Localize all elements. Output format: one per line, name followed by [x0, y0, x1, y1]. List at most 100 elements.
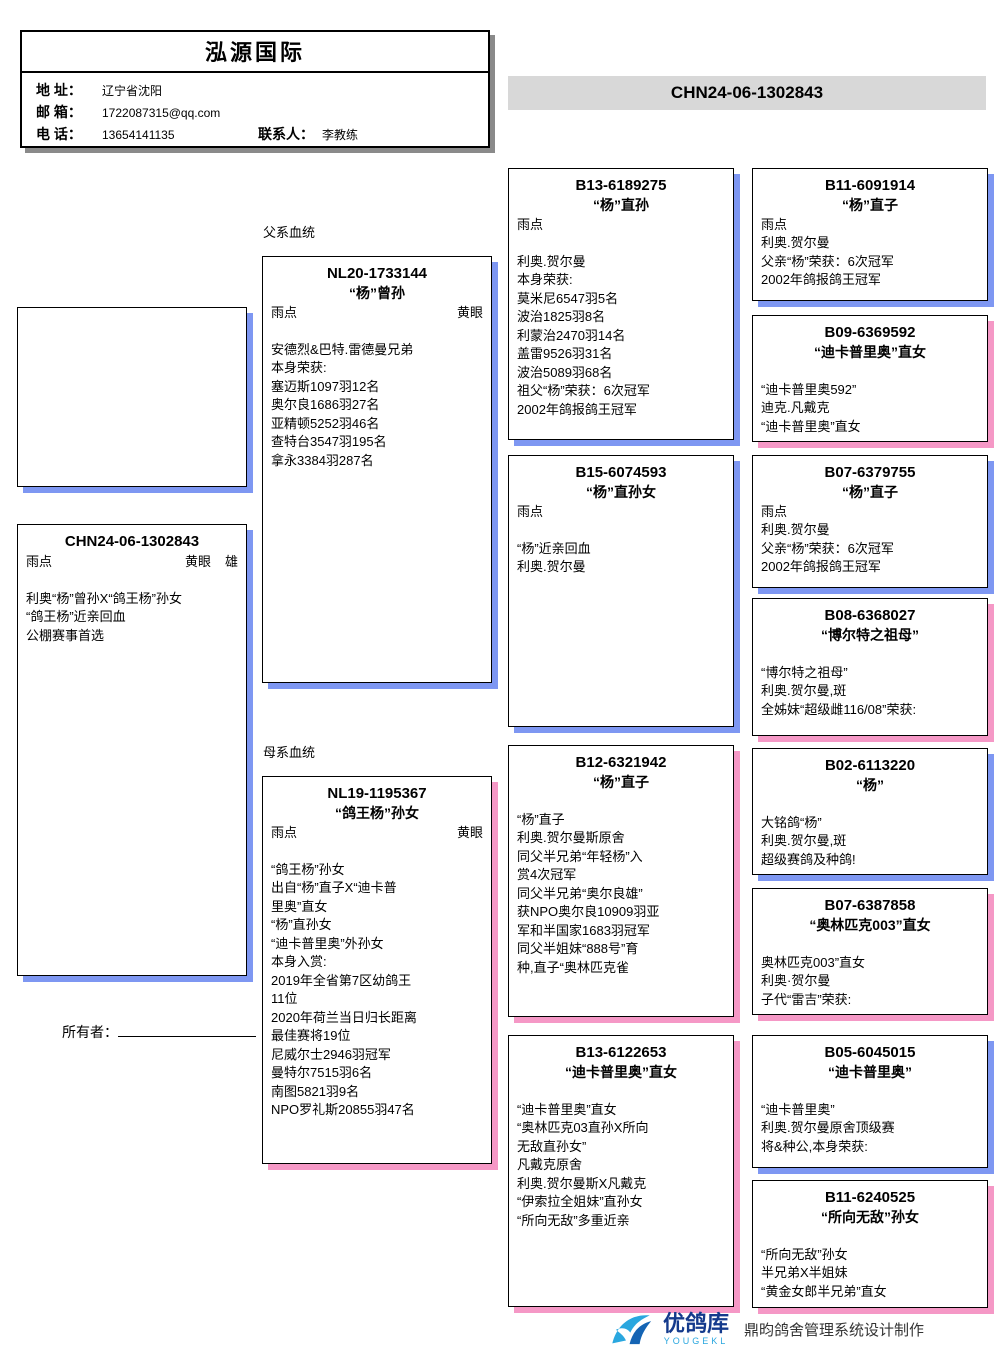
loft-title: 泓源国际 — [204, 40, 305, 65]
ring-number: B07-6379755 — [824, 464, 916, 481]
pigeon-details: “迪卡普里奥” 利奥.贺尔曼原舍顶级赛 将&种公,本身荣获: — [761, 1101, 895, 1154]
traits-row: 雨点 黄眼 — [271, 303, 483, 322]
pigeon-details: 利奥.贺尔曼 父亲“杨”荣获：6次冠军 2002年鸽报鸽王冠军 — [761, 522, 894, 574]
pigeon-name: “杨”直子 — [593, 774, 649, 790]
address-label: 地 址： — [36, 82, 82, 98]
pigeon-name: “杨”曾孙 — [349, 285, 405, 301]
father-sire-box: B13-6189275 “杨”直孙 雨点 利奥.贺尔曼 本身荣获: 莫米尼654… — [508, 168, 734, 440]
pigeon-name: “杨”直子 — [842, 197, 898, 213]
ring-number: B09-6369592 — [824, 324, 916, 341]
color-label: 雨点 — [271, 305, 298, 320]
address-value: 辽宁省沈阳 — [102, 84, 163, 98]
pigeon-name: “迪卡普里奥”直女 — [814, 344, 926, 360]
pigeon-name: “鸽王杨”孙女 — [335, 805, 419, 821]
ring-number: B11-6240525 — [824, 1189, 916, 1206]
eye-label: 黄眼 — [184, 554, 211, 569]
color-label: 雨点 — [271, 825, 298, 840]
address-row: 地 址： 辽宁省沈阳 — [36, 80, 474, 102]
pigeon-name: “杨”直孙女 — [586, 484, 656, 500]
pigeon-details: “鸽王杨”孙女 出自“杨”直子X“迪卡普 里奥”直女 “杨”直孙女 “迪卡普里奥… — [271, 861, 417, 1118]
owner-label: 所有者： — [62, 1024, 118, 1040]
header-divider — [22, 71, 488, 73]
email-value: 1722087315@qq.com — [102, 106, 221, 120]
pigeon-name: “迪卡普里奥”直女 — [565, 1064, 677, 1080]
owner-row: 所有者： — [62, 1022, 256, 1042]
father-dam-dam-box: B08-6368027 “博尔特之祖母” “博尔特之祖母” 利奥.贺尔曼,斑 全… — [752, 598, 988, 736]
ring-number: CHN24-06-1302843 — [64, 533, 200, 550]
ring-number: B07-6387858 — [824, 897, 916, 914]
pigeon-details: “杨”直子 利奥.贺尔曼斯原舍 同父半兄弟“年轻杨”入 赏4次冠军 同父半兄弟“… — [517, 811, 660, 975]
ring-number: B02-6113220 — [824, 757, 916, 774]
subject-box: CHN24-06-1302843 雨点 黄眼 雄 利奥“杨”曾孙X“鸽王杨”孙女… — [17, 524, 247, 976]
ring-banner: CHN24-06-1302843 — [508, 76, 986, 110]
pigeon-details: “迪卡普里奥592” 迪克.凡戴克 “迪卡普里奥”直女 — [761, 381, 861, 434]
mother-sire-sire-box: B02-6113220 “杨” 大铭鸽“杨” 利奥.贺尔曼,斑 超级赛鸽及种鸽! — [752, 748, 988, 875]
mother-dam-dam-box: B11-6240525 “所向无敌”孙女 “所向无敌”孙女 半兄弟X半姐妹 “黄… — [752, 1180, 988, 1308]
bird-logo-icon — [612, 1315, 652, 1345]
mother-line-label: 母系血统 — [263, 745, 316, 760]
ring-number: B08-6368027 — [824, 607, 916, 624]
pigeon-name: “所向无敌”孙女 — [821, 1209, 919, 1225]
mother-sire-dam-box: B07-6387858 “奥林匹克003”直女 奥林匹克003”直女 利奥·贺尔… — [752, 888, 988, 1015]
traits-row: 雨点 黄眼 雄 — [26, 552, 238, 571]
pigeon-name: “奥林匹克003”直女 — [809, 917, 931, 933]
ring-number: NL20-1733144 — [326, 265, 428, 282]
traits-row: 雨点 — [517, 502, 725, 521]
pigeon-name: “杨”直子 — [842, 484, 898, 500]
contact-label: 联系人： — [258, 126, 314, 142]
eye-label: 黄眼 — [456, 825, 483, 840]
pigeon-details: 利奥.贺尔曼 父亲“杨”荣获：6次冠军 2002年鸽报鸽王冠军 — [761, 235, 894, 287]
traits-row: 雨点 — [761, 502, 979, 521]
pigeon-name: “博尔特之祖母” — [821, 627, 919, 643]
credit-text: 鼎昀鸽舍管理系统设计制作 — [744, 1321, 925, 1339]
mother-box: NL19-1195367 “鸽王杨”孙女 雨点 黄眼 “鸽王杨”孙女 出自“杨”… — [262, 776, 492, 1164]
phone-value: 13654141135 — [102, 128, 175, 142]
color-label: 雨点 — [761, 504, 788, 519]
father-dam-box: B15-6074593 “杨”直孙女 雨点 “杨”近亲回血 利奥.贺尔曼 — [508, 455, 734, 727]
ring-number: B13-6122653 — [575, 1044, 667, 1061]
pigeon-details: 大铭鸽“杨” 利奥.贺尔曼,斑 超级赛鸽及种鸽! — [761, 814, 856, 867]
father-box: NL20-1733144 “杨”曾孙 雨点 黄眼 安德烈&巴特.雷德曼兄弟 本身… — [262, 256, 492, 683]
father-sire-sire-box: B11-6091914 “杨”直子 雨点 利奥.贺尔曼 父亲“杨”荣获：6次冠军… — [752, 168, 988, 301]
traits-row: 雨点 — [761, 215, 979, 234]
sex-label: 雄 — [224, 554, 238, 569]
ring-number: B12-6321942 — [575, 754, 667, 771]
color-label: 雨点 — [517, 217, 544, 232]
traits-row: 雨点 — [517, 215, 725, 234]
father-line-label: 父系血统 — [263, 225, 316, 240]
loft-header-card: 泓源国际 地 址： 辽宁省沈阳 邮 箱： 1722087315@qq.com 电… — [20, 30, 490, 148]
pigeon-details: “迪卡普里奥”直女 “奥林匹克03直孙X所向 无敌直孙女” 凡戴克原舍 利奥.贺… — [517, 1101, 649, 1228]
email-label: 邮 箱： — [36, 104, 82, 120]
mother-dam-box: B13-6122653 “迪卡普里奥”直女 “迪卡普里奥”直女 “奥林匹克03直… — [508, 1035, 734, 1307]
pigeon-details: “杨”近亲回血 利奥.贺尔曼 — [517, 540, 591, 575]
pigeon-details: “博尔特之祖母” 利奥.贺尔曼,斑 全姊妹“超级雌116/08”荣获: — [761, 664, 917, 717]
contact-value: 李教练 — [322, 128, 359, 142]
mother-sire-box: B12-6321942 “杨”直子 “杨”直子 利奥.贺尔曼斯原舍 同父半兄弟“… — [508, 745, 734, 1017]
color-label: 雨点 — [761, 217, 788, 232]
mother-dam-sire-box: B05-6045015 “迪卡普里奥” “迪卡普里奥” 利奥.贺尔曼原舍顶级赛 … — [752, 1035, 988, 1168]
traits-row: 雨点 黄眼 — [271, 823, 483, 842]
father-sire-dam-box: B09-6369592 “迪卡普里奥”直女 “迪卡普里奥592” 迪克.凡戴克 … — [752, 315, 988, 442]
footer: 优鸽库 YOUGEKL 鼎昀鸽舍管理系统设计制作 — [608, 1310, 924, 1348]
brand-block: 优鸽库 YOUGEKL — [663, 1311, 729, 1347]
email-row: 邮 箱： 1722087315@qq.com — [36, 102, 474, 124]
color-label: 雨点 — [517, 504, 544, 519]
owner-blank-line — [118, 1022, 256, 1037]
ring-number: B13-6189275 — [575, 177, 667, 194]
photo-placeholder-box — [17, 307, 247, 487]
pigeon-details: 奥林匹克003”直女 利奥·贺尔曼 子代“雷吉”荣获: — [761, 954, 866, 1007]
pigeon-details: 利奥.贺尔曼 本身荣获: 莫米尼6547羽5名 波治1825羽8名 利蒙治247… — [517, 253, 650, 417]
pigeon-details: “所向无敌”孙女 半兄弟X半姐妹 “黄金女郎半兄弟”直女 — [761, 1246, 887, 1299]
color-label: 雨点 — [26, 554, 53, 569]
ring-number: NL19-1195367 — [327, 785, 427, 802]
ring-number: B11-6091914 — [824, 177, 916, 194]
eye-label: 黄眼 — [456, 305, 483, 320]
pigeon-details: 安德烈&巴特.雷德曼兄弟 本身荣获: 塞迈斯1097羽12名 奥尔良1686羽2… — [271, 341, 414, 468]
phone-label: 电 话： — [36, 126, 82, 142]
pigeon-name: “迪卡普里奥” — [828, 1064, 912, 1080]
pigeon-name: “杨” — [856, 777, 884, 793]
father-dam-sire-box: B07-6379755 “杨”直子 雨点 利奥.贺尔曼 父亲“杨”荣获：6次冠军… — [752, 455, 988, 588]
brand-name-latin: YOUGEKL — [663, 1336, 729, 1346]
phone-row: 电 话： 13654141135 联系人： 李教练 — [36, 124, 474, 146]
pigeon-details: 利奥“杨”曾孙X“鸽王杨”孙女 “鸽王杨”近亲回血 公棚赛事首选 — [26, 590, 182, 643]
